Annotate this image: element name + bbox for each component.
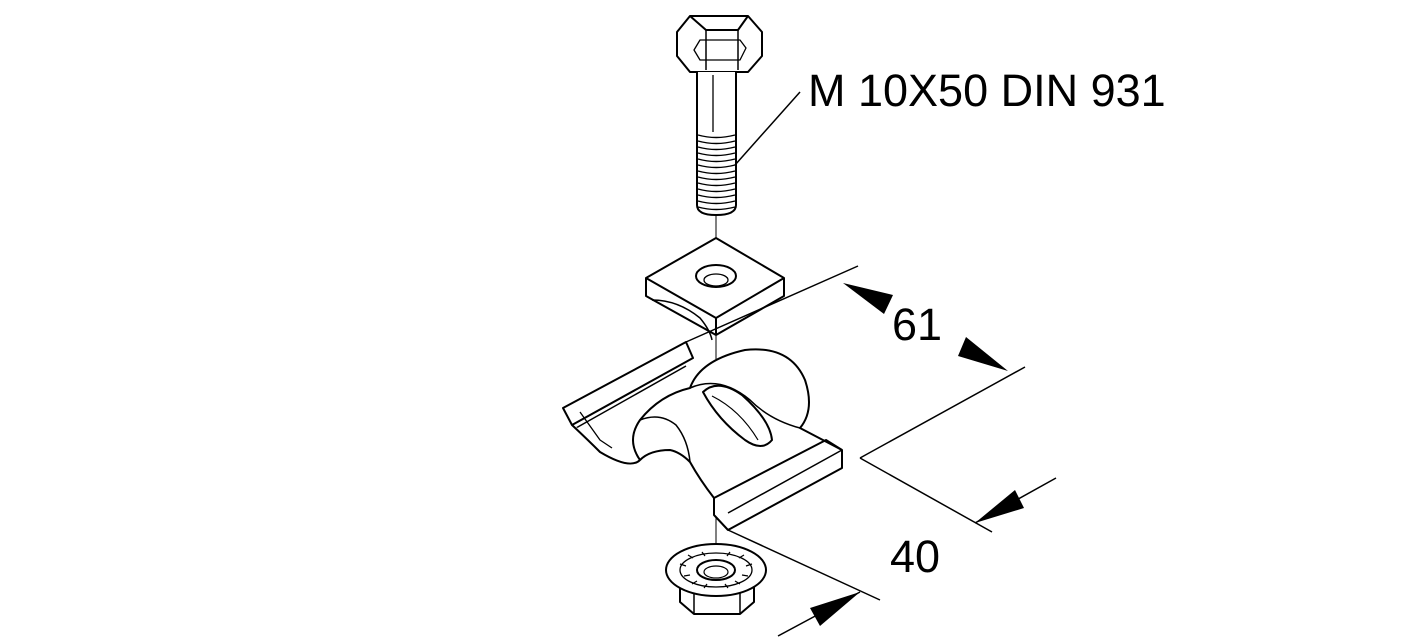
extension-line (685, 265, 859, 343)
dimension-arrow (975, 490, 1024, 523)
saddle-clamp (562, 341, 843, 531)
flange-nut (665, 543, 767, 615)
dimension-arrow (810, 592, 860, 626)
dimension-label-61: 61 (892, 299, 942, 350)
dimension-label-40: 40 (890, 531, 940, 582)
dimension-arrow (843, 283, 893, 314)
dimension-40 (727, 477, 1057, 637)
dimension-arrow (958, 337, 1008, 371)
extension-line (859, 457, 993, 533)
bolt-label: M 10X50 DIN 931 (808, 65, 1166, 116)
hex-bolt (676, 15, 763, 216)
clamp-plate (645, 237, 785, 341)
bolt-leader-line (734, 91, 801, 166)
extension-line (727, 529, 881, 601)
dimension-61 (685, 265, 1026, 533)
extension-line (859, 366, 1026, 459)
